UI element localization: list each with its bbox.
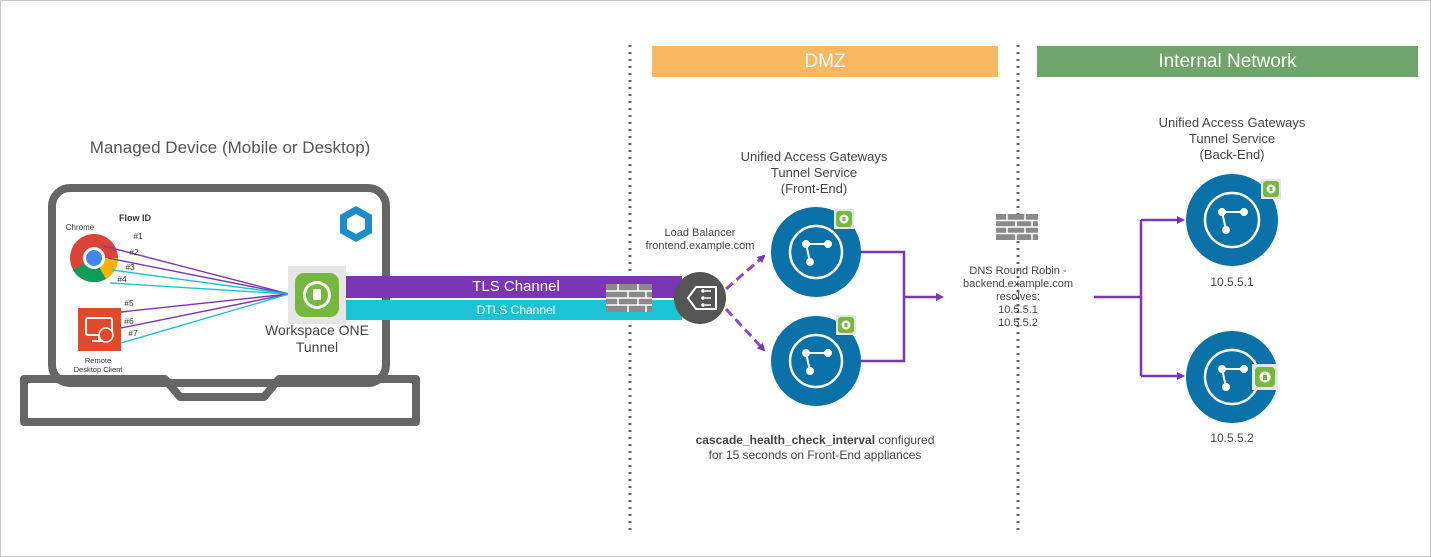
health-check-param: cascade_health_check_interval — [695, 433, 876, 447]
dtls-channel-label: DTLS Channel — [476, 303, 556, 317]
frontend-title-3: (Front-End) — [780, 181, 848, 196]
workspace-one-logo-icon — [340, 206, 372, 242]
gateway-badge-icon — [1261, 179, 1281, 199]
lb-to-frontend-arrows — [724, 254, 766, 352]
flow-id-6: #6 — [124, 316, 134, 326]
gateway-badge-icon — [836, 315, 856, 335]
remote-desktop-label-1: Remote — [84, 356, 112, 365]
zone-band-internal: Internal Network — [1037, 46, 1418, 77]
frontend-node-1 — [771, 207, 861, 297]
dtls-channel-bar — [346, 300, 682, 320]
remote-desktop-label-2: Desktop Client — [73, 365, 123, 374]
dns-label-3: resolves: — [995, 291, 1041, 303]
tunnel-app-label-1: Workspace ONE — [265, 322, 369, 338]
tunnel-app-label-2: Tunnel — [295, 339, 339, 355]
tls-channel-bar — [346, 276, 682, 298]
backend-title-3: (Back-End) — [1199, 147, 1265, 162]
health-check-note-rest: configured — [875, 433, 935, 447]
dns-label-2: backend.example.com — [962, 278, 1074, 290]
dns-to-backend-connector — [1094, 216, 1185, 380]
load-balancer-label: Load Balancer — [664, 227, 736, 239]
flow-id-2: #2 — [129, 247, 139, 257]
frontend-to-dns-connector — [861, 250, 944, 363]
dns-label-1: DNS Round Robin - — [969, 265, 1067, 277]
frontend-title-1: Unified Access Gateways — [740, 149, 888, 164]
backend-node-2 — [1186, 331, 1278, 423]
flow-id-7: #7 — [128, 328, 138, 338]
dns-label-4: 10.5.5.1 — [998, 304, 1038, 316]
frontend-title-2: Tunnel Service — [770, 165, 858, 180]
flow-id-1: #1 — [133, 231, 143, 241]
dns-label-5: 10.5.5.2 — [998, 317, 1038, 329]
backend-node-2-ip: 10.5.5.2 — [1210, 431, 1254, 445]
backend-node-1 — [1186, 174, 1278, 266]
gateway-badge-icon — [834, 209, 854, 229]
flow-id-3: #3 — [125, 262, 135, 272]
firewall-icon-dmz — [606, 284, 652, 312]
tls-channel-label: TLS Channel — [472, 278, 560, 295]
gateway-badge-icon — [1252, 364, 1278, 390]
load-balancer-host: frontend.example.com — [645, 240, 755, 252]
backend-title-1: Unified Access Gateways — [1158, 115, 1306, 130]
firewall-icon-internal — [996, 214, 1038, 240]
zone-band-dmz: DMZ — [652, 46, 998, 77]
frontend-node-2 — [771, 316, 861, 406]
flow-id-4: #4 — [117, 274, 127, 284]
backend-title-2: Tunnel Service — [1188, 131, 1276, 146]
chrome-label: Chrome — [65, 223, 95, 232]
load-balancer-icon — [674, 272, 726, 324]
remote-desktop-icon — [78, 308, 121, 351]
health-check-note-2: for 15 seconds on Front-End appliances — [708, 448, 922, 462]
flow-id-label: Flow ID — [119, 213, 151, 223]
backend-node-1-ip: 10.5.5.1 — [1210, 275, 1254, 289]
workspace-one-tunnel-app-icon — [288, 266, 346, 324]
health-check-note: cascade_health_check_interval configured — [660, 433, 970, 447]
device-title: Managed Device (Mobile or Desktop) — [89, 138, 371, 157]
flow-id-5: #5 — [124, 298, 134, 308]
flow-lines — [103, 245, 290, 344]
